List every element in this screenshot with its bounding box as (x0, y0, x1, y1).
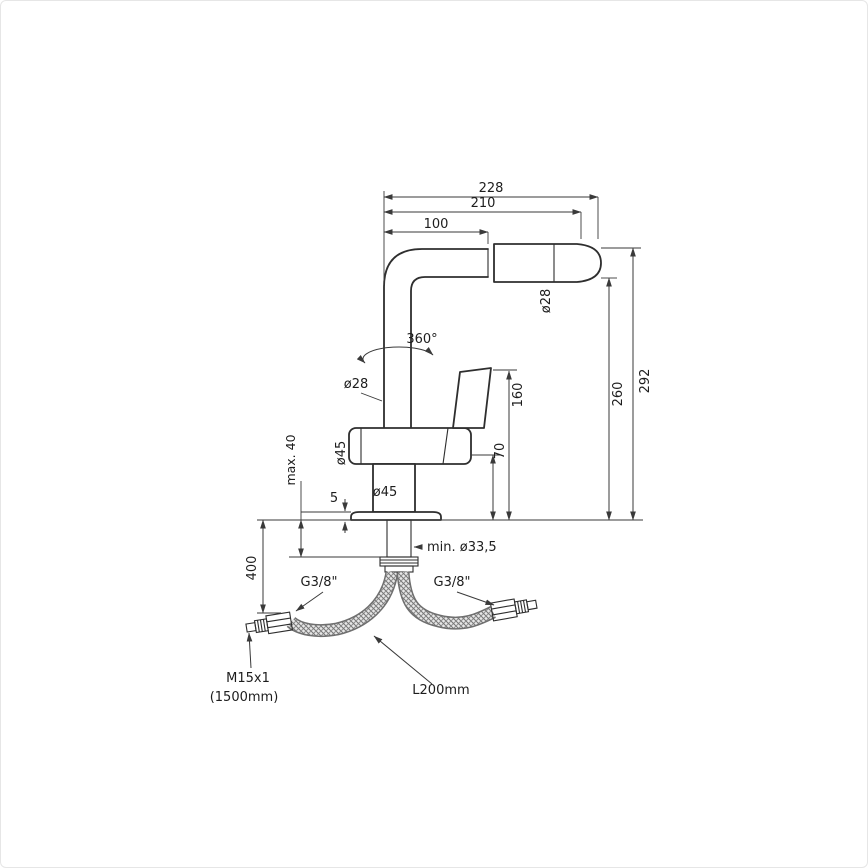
mounting-nut-facets (380, 559, 418, 564)
hose-connector-left (245, 611, 294, 635)
dim-260-label: 260 (611, 382, 626, 407)
hose-thread-label: M15x1 (226, 671, 270, 686)
hose-connector-right (489, 598, 538, 622)
connector-left-thread-label: G3/8" (301, 575, 338, 590)
hose-length-label: L200mm (412, 683, 469, 698)
hose-thread-length-label: (1500mm) (210, 690, 279, 705)
mounting-washer (384, 565, 414, 573)
head-diameter-label: ø28 (539, 289, 554, 314)
dim-100-label: 100 (424, 217, 449, 232)
mixer-body (348, 427, 472, 465)
base-diameter-label: ø45 (373, 485, 398, 500)
spout-inner-edge (410, 276, 489, 429)
mounting-nut (379, 556, 419, 567)
pipe-diameter-label: ø28 (344, 377, 369, 392)
lever-handle (452, 367, 492, 429)
threaded-shank (386, 519, 412, 558)
dim-228-label: 228 (479, 181, 504, 196)
dim-400-label: 400 (245, 556, 260, 581)
connector-right-thread-label: G3/8" (434, 575, 471, 590)
dimension-lines (246, 191, 643, 685)
hose-left-braid (287, 571, 397, 636)
swivel-arc (356, 346, 434, 364)
spout-outer-edge (383, 248, 489, 429)
dim-210-label: 210 (471, 196, 496, 211)
min-hole-diameter-label: min. ø33,5 (427, 540, 497, 555)
plate-height-label: 5 (330, 491, 338, 506)
dim-160-label: 160 (511, 383, 526, 408)
faucet-outline (348, 243, 602, 573)
dim-70-label: 70 (493, 443, 508, 460)
swivel-360-label: 360° (406, 332, 437, 347)
dimension-labels: 228 210 100 360° ø28 ø28 ø45 ø45 292 260… (210, 181, 653, 705)
spray-head (493, 243, 602, 283)
supply-hoses (245, 570, 538, 638)
dim-292-label: 292 (638, 369, 653, 394)
base-escutcheon (350, 511, 442, 521)
max-depth-label: max. 40 (283, 434, 298, 485)
body-diameter-label: ø45 (334, 441, 349, 466)
cartridge-line (442, 427, 449, 465)
hose-right-braid (398, 571, 496, 629)
